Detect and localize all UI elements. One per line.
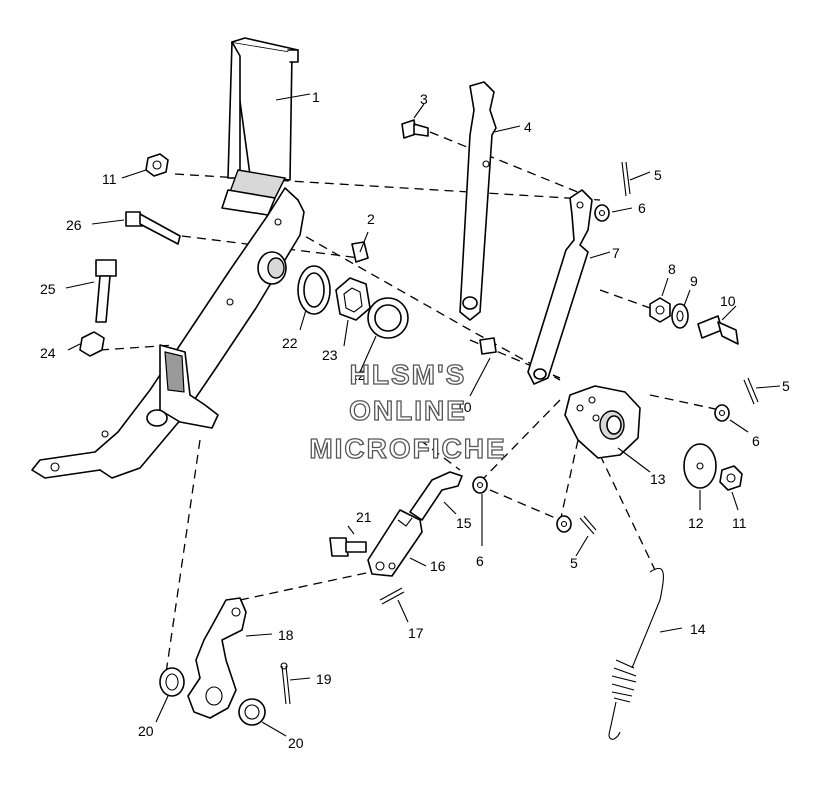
callout-6-right: 6 [752, 433, 760, 449]
part-15-rod [409, 471, 463, 521]
callout-2: 2 [367, 211, 375, 227]
part-1-channel-bracket [221, 37, 299, 216]
callout-5-top: 5 [654, 167, 662, 183]
callout-20-left: 20 [138, 723, 154, 739]
callout-10-right: 10 [720, 293, 736, 309]
callout-17: 17 [408, 625, 424, 641]
callout-11-right: 11 [732, 515, 747, 531]
callout-20-right: 20 [288, 735, 304, 751]
callout-5-right: 5 [782, 378, 790, 394]
callout-15: 15 [456, 515, 472, 531]
part-4-upper-lever [459, 81, 497, 321]
callout-11-left: 11 [102, 171, 117, 187]
callout-23: 23 [322, 347, 338, 363]
watermark-line-2: ONLINE [349, 395, 467, 426]
watermark-line-1: HLSM'S [350, 359, 467, 390]
callout-8: 8 [668, 261, 676, 277]
callout-16: 16 [430, 558, 446, 574]
callout-22-left: 22 [282, 335, 298, 351]
callout-6-top: 6 [638, 200, 646, 216]
callout-25: 25 [40, 281, 56, 297]
leader-lines [65, 93, 781, 737]
callout-1: 1 [312, 89, 320, 105]
part-13-pivot-plate [564, 385, 641, 459]
callout-7: 7 [612, 245, 620, 261]
callout-10-center: 10 [456, 399, 472, 415]
callout-21: 21 [356, 509, 372, 525]
watermark: HLSM'S ONLINE MICROFICHE [309, 358, 506, 464]
callout-22-right: 22 [350, 367, 366, 383]
part-18-bell-crank [187, 597, 247, 719]
hardware [79, 119, 759, 726]
watermark-line-3: MICROFICHE [309, 433, 506, 464]
callout-3: 3 [420, 91, 428, 107]
callout-6-bottom: 6 [476, 553, 484, 569]
callout-24: 24 [40, 345, 56, 361]
callout-12: 12 [688, 515, 704, 531]
part-14-spring [608, 567, 664, 740]
callout-18: 18 [278, 627, 294, 643]
callout-9: 9 [690, 273, 698, 289]
callout-26: 26 [66, 217, 82, 233]
part-16-clevis [367, 509, 423, 577]
part-7-lever [527, 189, 593, 385]
callout-14: 14 [690, 621, 706, 637]
main-lever-plate [31, 187, 305, 479]
callout-13: 13 [650, 471, 666, 487]
callout-19: 19 [316, 671, 332, 687]
callout-5-bottom: 5 [570, 555, 578, 571]
callout-4: 4 [524, 119, 532, 135]
callout-labels: 1 2 3 4 5 5 5 6 6 6 7 8 9 10 10 11 11 12… [40, 89, 790, 751]
